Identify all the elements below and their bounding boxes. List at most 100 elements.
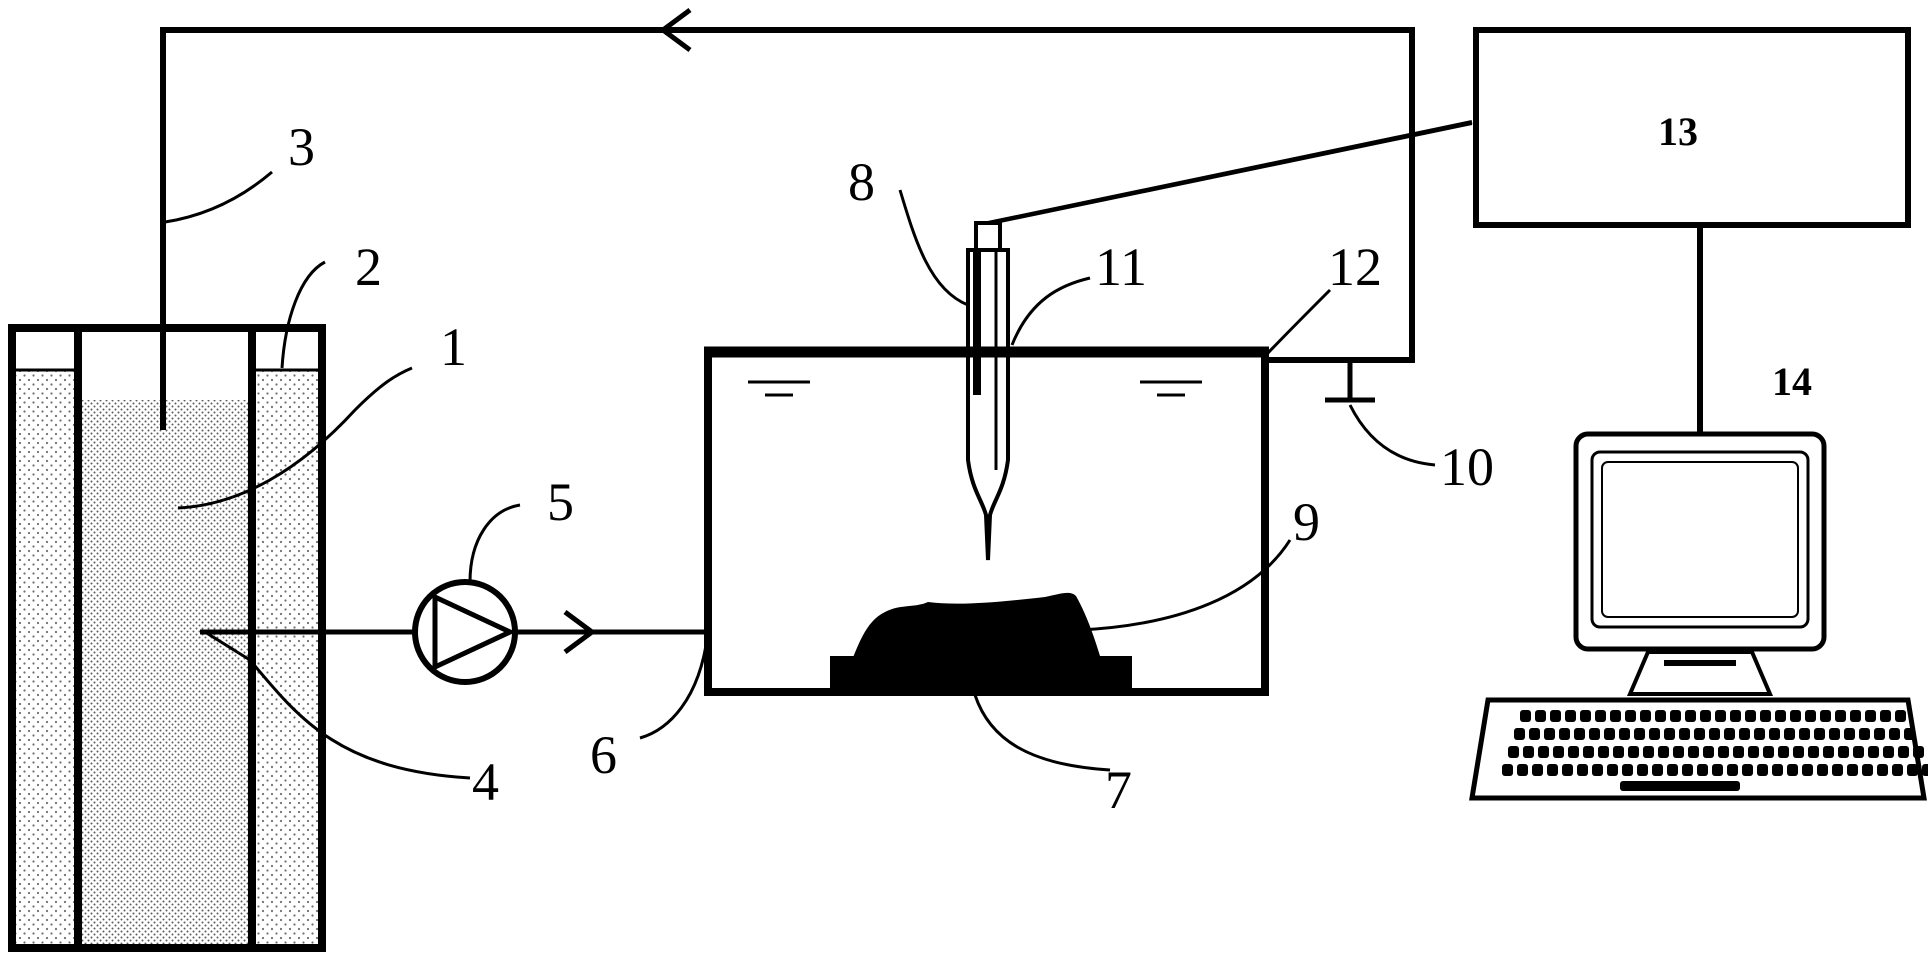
- storage-tank: [8, 324, 326, 952]
- keyboard-key: [1622, 764, 1633, 776]
- keyboard-key: [1844, 728, 1855, 740]
- keyboard-key: [1748, 746, 1759, 758]
- keyboard-key: [1580, 710, 1591, 722]
- keyboard-key: [1577, 764, 1588, 776]
- keyboard: [1469, 697, 1927, 801]
- monitor-stand-bar: [1664, 660, 1736, 666]
- keyboard-key: [1889, 728, 1900, 740]
- keyboard-key: [1895, 710, 1906, 722]
- label-7: 7: [1105, 760, 1132, 820]
- keyboard-key: [1694, 728, 1705, 740]
- keyboard-key: [1739, 728, 1750, 740]
- keyboard-key: [1859, 728, 1870, 740]
- capillary-cap: [974, 221, 1002, 252]
- keyboard-key: [1862, 764, 1873, 776]
- keyboard-key: [1550, 710, 1561, 722]
- keyboard-key: [1823, 746, 1834, 758]
- keyboard-key: [1787, 764, 1798, 776]
- keyboard-key: [1700, 710, 1711, 722]
- keyboard-key: [1913, 746, 1924, 758]
- keyboard-key: [1610, 710, 1621, 722]
- keyboard-key: [1547, 764, 1558, 776]
- leader-2: [280, 260, 326, 369]
- return-pipe-line: [160, 27, 1415, 430]
- keyboard-key: [1898, 746, 1909, 758]
- keyboard-key: [1850, 710, 1861, 722]
- keyboard-key: [1874, 728, 1885, 740]
- capillary-outer: [966, 248, 1010, 561]
- keyboard-key: [1715, 710, 1726, 722]
- label-5: 5: [547, 472, 574, 532]
- keyboard-key: [1583, 746, 1594, 758]
- keyboard-key: [1559, 728, 1570, 740]
- keyboard-keys: [1502, 710, 1928, 791]
- keyboard-key: [1508, 746, 1519, 758]
- keyboard-key: [1574, 728, 1585, 740]
- workpiece: [852, 592, 1100, 660]
- keyboard-key: [1865, 710, 1876, 722]
- label-1: 1: [440, 317, 467, 377]
- keyboard-key: [1718, 746, 1729, 758]
- keyboard-key: [1544, 728, 1555, 740]
- keyboard-key: [1817, 764, 1828, 776]
- keyboard-key: [1883, 746, 1894, 758]
- monitor-screen: [1601, 461, 1799, 618]
- keyboard-key: [1730, 710, 1741, 722]
- keyboard-key: [1724, 728, 1735, 740]
- keyboard-key: [1502, 764, 1513, 776]
- keyboard-key: [1769, 728, 1780, 740]
- label-11: 11: [1095, 237, 1147, 297]
- label-10: 10: [1440, 437, 1494, 497]
- leader-11: [1010, 276, 1091, 346]
- keyboard-key: [1598, 746, 1609, 758]
- keyboard-key: [1793, 746, 1804, 758]
- keyboard-key: [1808, 746, 1819, 758]
- electrode-lead: [987, 120, 1473, 225]
- keyboard-key: [1820, 710, 1831, 722]
- leader-lines: [164, 170, 1436, 780]
- feed-pipe: [200, 579, 708, 685]
- label-4: 4: [472, 752, 499, 812]
- leader-7: [973, 694, 1111, 772]
- keyboard-key: [1589, 728, 1600, 740]
- keyboard-key: [1892, 764, 1903, 776]
- keyboard-spacebar: [1620, 781, 1740, 791]
- keyboard-key: [1778, 746, 1789, 758]
- capillary-electrode: [966, 120, 1473, 561]
- label-3: 3: [288, 117, 315, 177]
- keyboard-key: [1625, 710, 1636, 722]
- keyboard-key: [1772, 764, 1783, 776]
- leader-1: [177, 366, 413, 510]
- keyboard-key: [1607, 764, 1618, 776]
- keyboard-key: [1712, 764, 1723, 776]
- tank-inner-fill: [80, 400, 250, 945]
- keyboard-key: [1685, 710, 1696, 722]
- label-9: 9: [1293, 492, 1320, 552]
- keyboard-key: [1697, 764, 1708, 776]
- keyboard-key: [1667, 764, 1678, 776]
- keyboard-key: [1907, 764, 1918, 776]
- label-13: 13: [1658, 109, 1698, 154]
- keyboard-key: [1904, 728, 1915, 740]
- label-12: 12: [1328, 237, 1382, 297]
- label-2: 2: [355, 237, 382, 297]
- label-6: 6: [590, 725, 617, 785]
- keyboard-key: [1592, 764, 1603, 776]
- leader-12: [1264, 288, 1332, 357]
- keyboard-key: [1709, 728, 1720, 740]
- keyboard-key: [1514, 728, 1525, 740]
- keyboard-key: [1655, 710, 1666, 722]
- keyboard-key: [1649, 728, 1660, 740]
- keyboard-key: [1832, 764, 1843, 776]
- keyboard-key: [1637, 764, 1648, 776]
- keyboard-key: [1775, 710, 1786, 722]
- labels: 1 2 3 4 5 6 7 8 9 10 11 12 13 14: [288, 109, 1812, 820]
- keyboard-key: [1760, 710, 1771, 722]
- keyboard-key: [1679, 728, 1690, 740]
- electrolytic-cell: [704, 346, 1269, 696]
- keyboard-key: [1634, 728, 1645, 740]
- monitor-stand: [1626, 650, 1774, 696]
- keyboard-key: [1658, 746, 1669, 758]
- keyboard-key: [1604, 728, 1615, 740]
- keyboard-key: [1628, 746, 1639, 758]
